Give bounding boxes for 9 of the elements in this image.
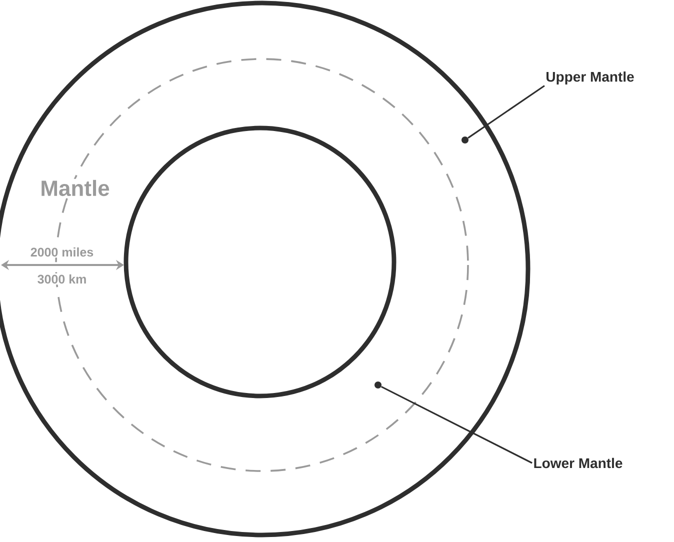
leader-line	[468, 85, 545, 139]
marker-dot	[462, 136, 468, 144]
marker-dot	[374, 382, 382, 388]
dimension-label: 3000 km	[36, 273, 88, 285]
part-label: Upper Mantle	[546, 71, 634, 85]
leader-line	[380, 386, 532, 464]
layer-label: Mantle	[39, 178, 111, 198]
part-label: Lower Mantle	[534, 458, 622, 468]
dimension-label: 2000 miles	[29, 246, 95, 258]
